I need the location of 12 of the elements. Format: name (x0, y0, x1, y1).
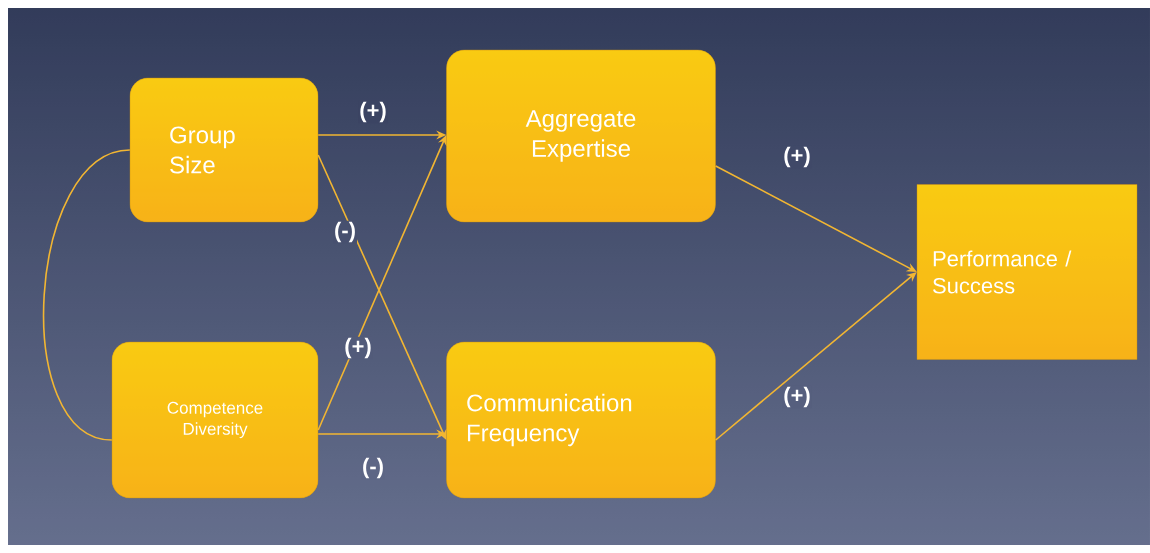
process-box: Performance / Success (916, 184, 1138, 360)
process-box: Group Size (129, 77, 319, 223)
process-box: Aggregate Expertise (446, 49, 716, 223)
edge-label: (+) (782, 385, 812, 409)
edge-label: (-) (333, 220, 357, 244)
edge-label: (+) (343, 336, 373, 360)
arrow (714, 272, 917, 441)
process-box: Competence Diversity (111, 341, 319, 499)
edge-label: (+) (358, 100, 388, 124)
process-box: Communication Frequency (446, 341, 716, 499)
edge-label: (-) (361, 456, 385, 480)
edge-label: (+) (782, 145, 812, 169)
